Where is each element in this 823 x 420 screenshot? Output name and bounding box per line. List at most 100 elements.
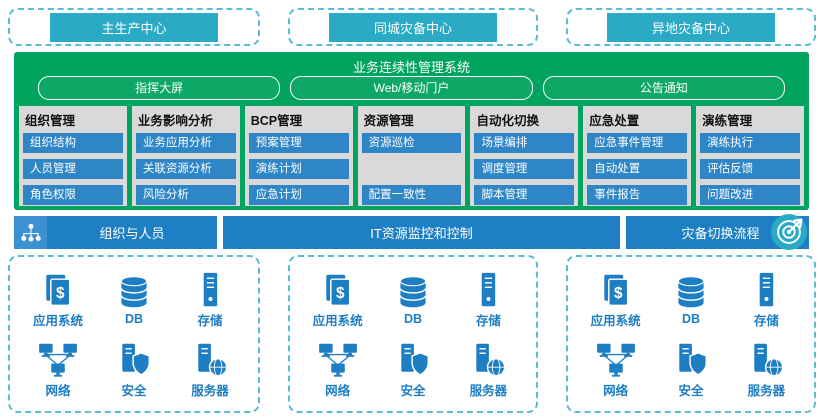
portal-row: 指挥大屏 Web/移动门户 公告通知 xyxy=(14,74,809,100)
infra-label: 网络 xyxy=(325,383,351,398)
infra-label: DB xyxy=(124,312,144,326)
module-item: 风险分析 xyxy=(135,185,236,205)
infra-cell-server: 服务器 xyxy=(451,335,526,405)
target-arrow-icon xyxy=(770,213,808,251)
infra-cell-security: 安全 xyxy=(96,335,172,405)
same-city-dr-center-label: 同城灾备中心 xyxy=(329,12,497,42)
module-item: 场景编排 xyxy=(474,133,575,153)
module-item: 组织结构 xyxy=(23,133,123,153)
infra-label: 安全 xyxy=(400,383,426,398)
dr-switch-bar: 灾备切换流程 xyxy=(626,216,809,249)
module-item: 资源巡检 xyxy=(361,133,462,153)
module-header: 演练管理 xyxy=(702,114,753,128)
module-item: 评估反馈 xyxy=(700,159,801,179)
infra-label: DB xyxy=(681,312,701,326)
module-header: 组织管理 xyxy=(25,114,76,128)
server-icon xyxy=(467,342,509,378)
server-icon xyxy=(745,342,787,378)
infra-label: 服务器 xyxy=(469,383,508,398)
infra-grid: 应用系统 DB 存储 网络 安全 服务器 xyxy=(290,257,536,411)
infra-cell-storage: 存储 xyxy=(729,265,804,335)
platform-title: 业务连续性管理系统 xyxy=(352,60,470,75)
infra-label: 安全 xyxy=(121,383,147,398)
module-header: BCP管理 xyxy=(250,114,303,128)
infra-cell-database: DB xyxy=(653,265,728,335)
module-header: 资源管理 xyxy=(363,114,414,128)
infra-grid: 应用系统 DB 存储 网络 安全 服务器 xyxy=(568,257,814,411)
database-icon xyxy=(670,274,712,310)
module-auto-switch: 自动化切换 场景编排 调度管理 脚本管理 xyxy=(470,106,579,206)
storage-icon xyxy=(467,272,509,308)
infra-grid: 应用系统 DB 存储 网络 安全 服务器 xyxy=(10,257,258,411)
network-icon xyxy=(595,342,637,378)
org-people-bar: 组织与人员 xyxy=(14,216,217,249)
production-center-box: 主生产中心 xyxy=(8,8,260,46)
infra-cell-network: 网络 xyxy=(578,335,653,405)
module-header: 业务影响分析 xyxy=(137,114,213,128)
module-item: 调度管理 xyxy=(474,159,575,179)
modules-row: 组织管理 组织结构 人员管理 角色权限 业务影响分析 业务应用分析 关联资源分析… xyxy=(14,100,809,206)
org-people-icon xyxy=(14,216,47,249)
storage-icon xyxy=(189,272,231,308)
network-icon xyxy=(317,342,359,378)
network-icon xyxy=(37,342,79,378)
infra-cell-database: DB xyxy=(375,265,450,335)
infra-cell-app-system: 应用系统 xyxy=(578,265,653,335)
module-header: 自动化切换 xyxy=(476,114,539,128)
infra-label: 服务器 xyxy=(191,383,229,398)
org-people-label: 组织与人员 xyxy=(99,226,165,241)
module-item: 问题改进 xyxy=(700,185,801,205)
module-item: 事件报告 xyxy=(587,185,688,205)
module-business-impact-analysis: 业务影响分析 业务应用分析 关联资源分析 风险分析 xyxy=(131,106,240,206)
infra-cell-database: DB xyxy=(96,265,172,335)
infra-label: 应用系统 xyxy=(312,313,363,328)
database-icon xyxy=(392,274,434,310)
infra-label: 服务器 xyxy=(747,383,786,398)
module-item: 应急计划 xyxy=(248,185,349,205)
server-icon xyxy=(189,342,231,378)
remote-infra-box: 应用系统 DB 存储 网络 安全 服务器 xyxy=(566,255,816,413)
dr-switch-label: 灾备切换流程 xyxy=(681,226,760,241)
it-monitor-bar: IT资源监控和控制 xyxy=(223,216,620,249)
module-item: 自动处置 xyxy=(587,159,688,179)
module-item: 人员管理 xyxy=(23,159,123,179)
storage-icon xyxy=(745,272,787,308)
infra-label: 网络 xyxy=(603,383,629,398)
portal-command-screen: 指挥大屏 xyxy=(38,76,281,100)
infra-label: 网络 xyxy=(45,383,71,398)
app-system-icon xyxy=(595,272,637,308)
production-infra-box: 应用系统 DB 存储 网络 安全 服务器 xyxy=(8,255,260,413)
security-icon xyxy=(392,342,434,378)
infra-cell-app-system: 应用系统 xyxy=(20,265,96,335)
module-item: 角色权限 xyxy=(23,185,123,205)
module-header: 应急处置 xyxy=(589,114,640,128)
infra-label: DB xyxy=(403,312,423,326)
infra-label: 应用系统 xyxy=(590,313,641,328)
infra-cell-storage: 存储 xyxy=(451,265,526,335)
infra-label: 存储 xyxy=(753,313,779,328)
infra-cell-network: 网络 xyxy=(20,335,96,405)
module-item: 演练执行 xyxy=(700,133,801,153)
portal-announcement: 公告通知 xyxy=(542,76,785,100)
infra-cell-server: 服务器 xyxy=(172,335,248,405)
infra-cell-app-system: 应用系统 xyxy=(300,265,375,335)
security-icon xyxy=(113,342,155,378)
module-item: 业务应用分析 xyxy=(135,133,236,153)
module-item: 配置一致性 xyxy=(361,185,462,205)
module-item: 预案管理 xyxy=(248,133,349,153)
app-system-icon xyxy=(317,272,359,308)
infra-label: 应用系统 xyxy=(32,313,83,328)
infra-cell-security: 安全 xyxy=(375,335,450,405)
remote-dr-center-label: 异地灾备中心 xyxy=(607,12,775,42)
production-center-label: 主生产中心 xyxy=(50,12,218,42)
same-city-dr-center-box: 同城灾备中心 xyxy=(288,8,538,46)
infra-cell-network: 网络 xyxy=(300,335,375,405)
remote-dr-center-box: 异地灾备中心 xyxy=(566,8,816,46)
module-item: 脚本管理 xyxy=(474,185,575,205)
app-system-icon xyxy=(37,272,79,308)
module-drill-management: 演练管理 演练执行 评估反馈 问题改进 xyxy=(696,106,805,206)
module-item: 应急事件管理 xyxy=(587,133,688,153)
infra-label: 安全 xyxy=(678,383,704,398)
infra-cell-server: 服务器 xyxy=(729,335,804,405)
